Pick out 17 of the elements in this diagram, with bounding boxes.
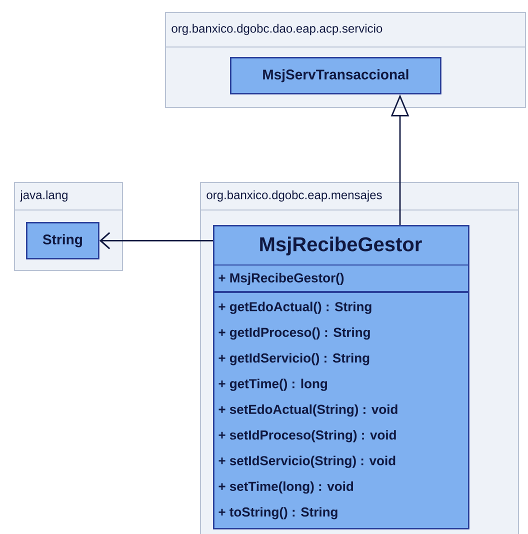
method-text: + getEdoActual() : String [218, 302, 372, 314]
method-text: + getIdServicio() : String [218, 353, 370, 366]
arrow [99, 232, 213, 250]
method-text: + toString() : String [218, 507, 338, 520]
method-text: + setEdoActual(String) : void [218, 404, 398, 417]
method-text: + setTime(long) : void [218, 481, 354, 494]
package-name: org.banxico.dgobc.eap.mensajes [206, 190, 382, 202]
method-text: + getIdProceso() : String [218, 327, 370, 340]
package-name: org.banxico.dgobc.dao.eap.acp.servicio [172, 24, 382, 36]
class-box: MsjServTransaccional [230, 57, 442, 94]
method-text: + setIdProceso(String) : void [218, 430, 396, 442]
class-box: String [26, 222, 100, 260]
method-text: + setIdServicio(String) : void [218, 456, 396, 468]
method-text: + getTime() : long [218, 378, 327, 391]
class-name: MsjRecibeGestor [260, 236, 422, 256]
package-name: java.lang [20, 190, 68, 202]
constructor-text: + MsjRecibeGestor() [218, 272, 344, 286]
